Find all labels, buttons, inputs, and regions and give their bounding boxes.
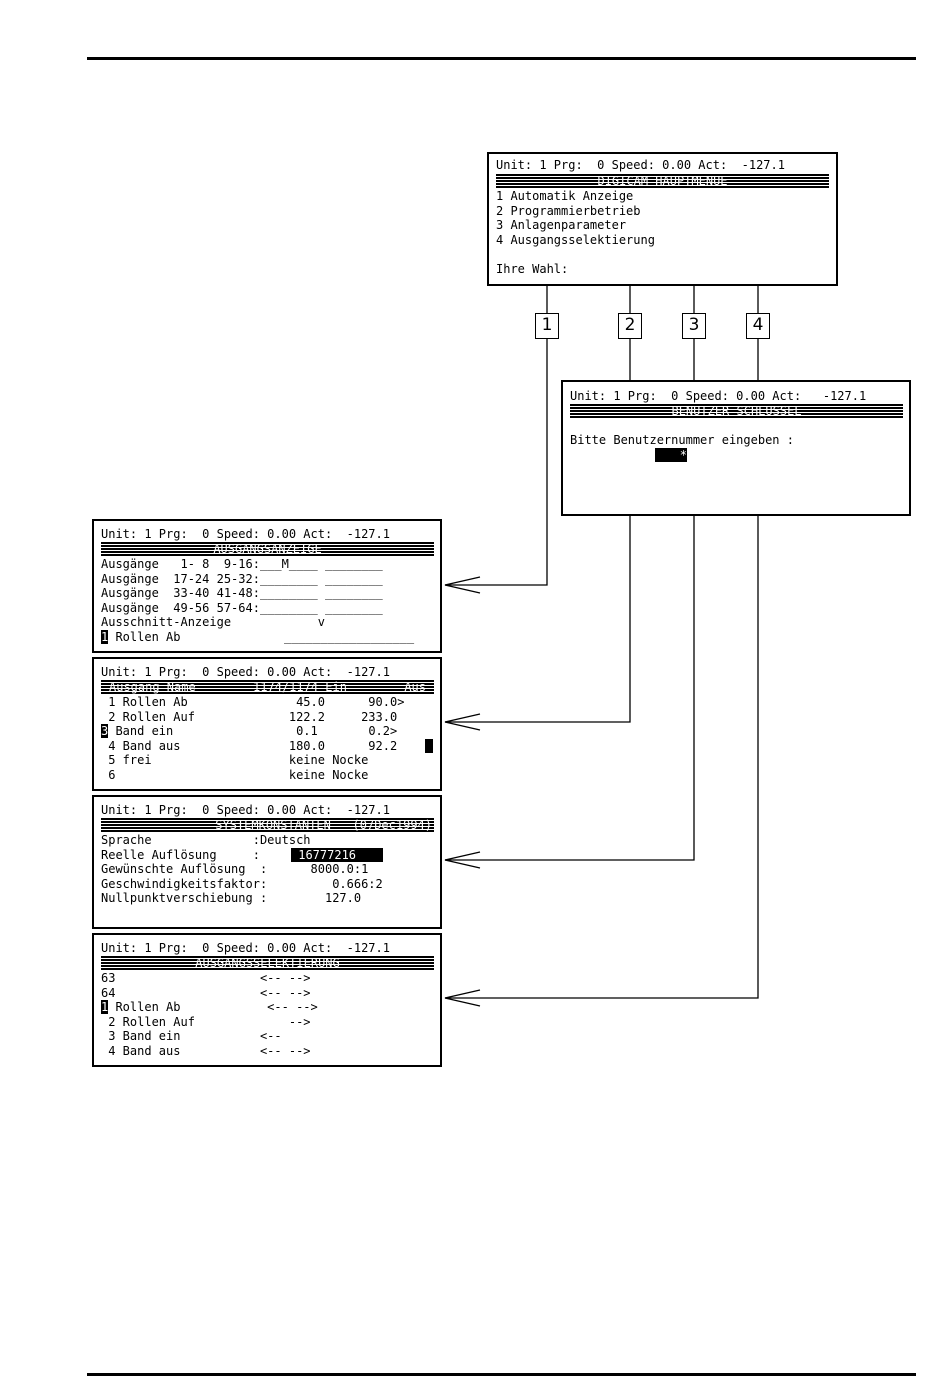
programming-header: Ausgang Name 1174/1174 Ein Aus xyxy=(101,680,434,694)
user-key-screen: Unit: 1 Prg: 0 Speed: 0.00 Act: -127.1 B… xyxy=(561,380,911,516)
user-key-title: BENUTZER SCHLUSSEL xyxy=(570,404,903,418)
program-row-6: 6 keine Nocke xyxy=(101,768,369,782)
real-resolution-row: Reelle Auflösung : xyxy=(101,848,260,862)
selection-row-2: 2 Rollen Auf --> xyxy=(101,1015,311,1029)
output-selection-screen: Unit: 1 Prg: 0 Speed: 0.00 Act: -127.1 A… xyxy=(92,933,442,1067)
system-constants-title: SYSTEMKONSTANTEN (07Dec1994) xyxy=(101,818,434,832)
speed-factor-row: Geschwindigkeitsfaktor: 0.666:2 xyxy=(101,877,383,891)
connector-1 xyxy=(445,286,548,586)
header-count-on: 1174/1174 Ein xyxy=(253,680,347,694)
connector-2 xyxy=(445,516,631,723)
menu-number-3: 3 xyxy=(682,313,706,339)
arrowhead-4 xyxy=(444,989,481,1007)
status-line: Unit: 1 Prg: 0 Speed: 0.00 Act: -127.1 xyxy=(101,941,390,955)
arrowhead-1 xyxy=(444,576,481,594)
main-menu-title: DIGICAM HAUPTMENUE xyxy=(496,174,829,188)
excerpt-label: Ausschnitt-Anzeige v xyxy=(101,615,325,629)
selection-row-63: 63 <-- --> xyxy=(101,971,311,985)
arrowhead-3 xyxy=(444,851,481,869)
header-output-name: Ausgang Name xyxy=(109,680,196,694)
output-row-2: Ausgänge 17-24 25-32:________ ________ xyxy=(101,572,383,586)
bottom-rule xyxy=(87,1373,916,1376)
header-off: Aus xyxy=(404,680,426,694)
output-selection-title: AUSGANGSSELEKTIERUNG xyxy=(101,956,434,970)
selection-row-3: 3 Band ein <-- xyxy=(101,1029,282,1043)
program-row-4: 4 Band aus 180.0 92.2 xyxy=(101,739,398,753)
user-number-prompt: Bitte Benutzernummer eingeben : xyxy=(570,433,794,447)
program-row-3-text: Band ein 0.1 0.2> xyxy=(108,724,398,738)
status-line: Unit: 1 Prg: 0 Speed: 0.00 Act: -127.1 xyxy=(496,158,785,172)
menu-number-4: 4 xyxy=(746,313,770,339)
program-row-2: 2 Rollen Auf 122.2 233.0 xyxy=(101,710,398,724)
output-cursor[interactable]: 1 xyxy=(101,630,109,644)
zero-offset-row: Nullpunktverschiebung : 127.0 xyxy=(101,891,362,905)
status-line: Unit: 1 Prg: 0 Speed: 0.00 Act: -127.1 xyxy=(101,527,390,541)
selected-output-row[interactable]: 1 Rollen Ab xyxy=(101,630,180,644)
status-line: Unit: 1 Prg: 0 Speed: 0.00 Act: -127.1 xyxy=(101,803,390,817)
menu-item-automatik[interactable]: 1 Automatik Anzeige xyxy=(496,189,634,203)
edit-cursor-block xyxy=(425,739,433,753)
menu-item-anlagenparameter[interactable]: 3 Anlagenparameter xyxy=(496,218,627,232)
top-rule xyxy=(87,57,916,60)
connector-3 xyxy=(445,516,695,861)
language-row: Sprache :Deutsch xyxy=(101,833,311,847)
user-number-input[interactable]: * xyxy=(655,448,687,462)
arrowhead-2 xyxy=(444,713,481,731)
menu-item-ausgangsselektierung[interactable]: 4 Ausgangsselektierung xyxy=(496,233,655,247)
desired-resolution-row: Gewünschte Auflösung : 8000.0:1 xyxy=(101,862,369,876)
connector-4 xyxy=(445,516,759,999)
selected-output-track: __________________ xyxy=(284,630,415,644)
output-display-title: AUSGANGSANZEIGE xyxy=(101,542,434,556)
selection-row-1[interactable]: 1 Rollen Ab <-- --> xyxy=(101,1000,318,1014)
system-constants-screen: Unit: 1 Prg: 0 Speed: 0.00 Act: -127.1 S… xyxy=(92,795,442,929)
selection-row-1-text: Rollen Ab <-- --> xyxy=(108,1000,318,1014)
status-line: Unit: 1 Prg: 0 Speed: 0.00 Act: -127.1 xyxy=(570,389,867,403)
program-cursor[interactable]: 3 xyxy=(101,724,109,738)
program-row-3[interactable]: 3 Band ein 0.1 0.2> xyxy=(101,724,397,738)
menu-number-2: 2 xyxy=(618,313,642,339)
real-resolution-value[interactable]: 16777216 xyxy=(291,848,383,862)
menu-item-programmierbetrieb[interactable]: 2 Programmierbetrieb xyxy=(496,204,641,218)
output-display-screen: Unit: 1 Prg: 0 Speed: 0.00 Act: -127.1 A… xyxy=(92,519,442,653)
output-row-3: Ausgänge 33-40 41-48:________ ________ xyxy=(101,586,383,600)
programming-screen: Unit: 1 Prg: 0 Speed: 0.00 Act: -127.1 A… xyxy=(92,657,442,791)
main-menu-screen: Unit: 1 Prg: 0 Speed: 0.00 Act: -127.1 D… xyxy=(487,152,838,286)
selection-cursor[interactable]: 1 xyxy=(101,1000,109,1014)
program-row-1: 1 Rollen Ab 45.0 90.0> xyxy=(101,695,405,709)
choice-prompt: Ihre Wahl: xyxy=(496,262,569,276)
menu-number-1: 1 xyxy=(535,313,559,339)
selection-row-4: 4 Band aus <-- --> xyxy=(101,1044,311,1058)
output-row-4: Ausgänge 49-56 57-64:________ ________ xyxy=(101,601,383,615)
program-row-5: 5 frei keine Nocke xyxy=(101,753,369,767)
output-row-1: Ausgänge 1- 8 9-16:___M____ ________ xyxy=(101,557,383,571)
selected-output-name: Rollen Ab xyxy=(108,630,181,644)
selection-row-64: 64 <-- --> xyxy=(101,986,311,1000)
status-line: Unit: 1 Prg: 0 Speed: 0.00 Act: -127.1 xyxy=(101,665,390,679)
